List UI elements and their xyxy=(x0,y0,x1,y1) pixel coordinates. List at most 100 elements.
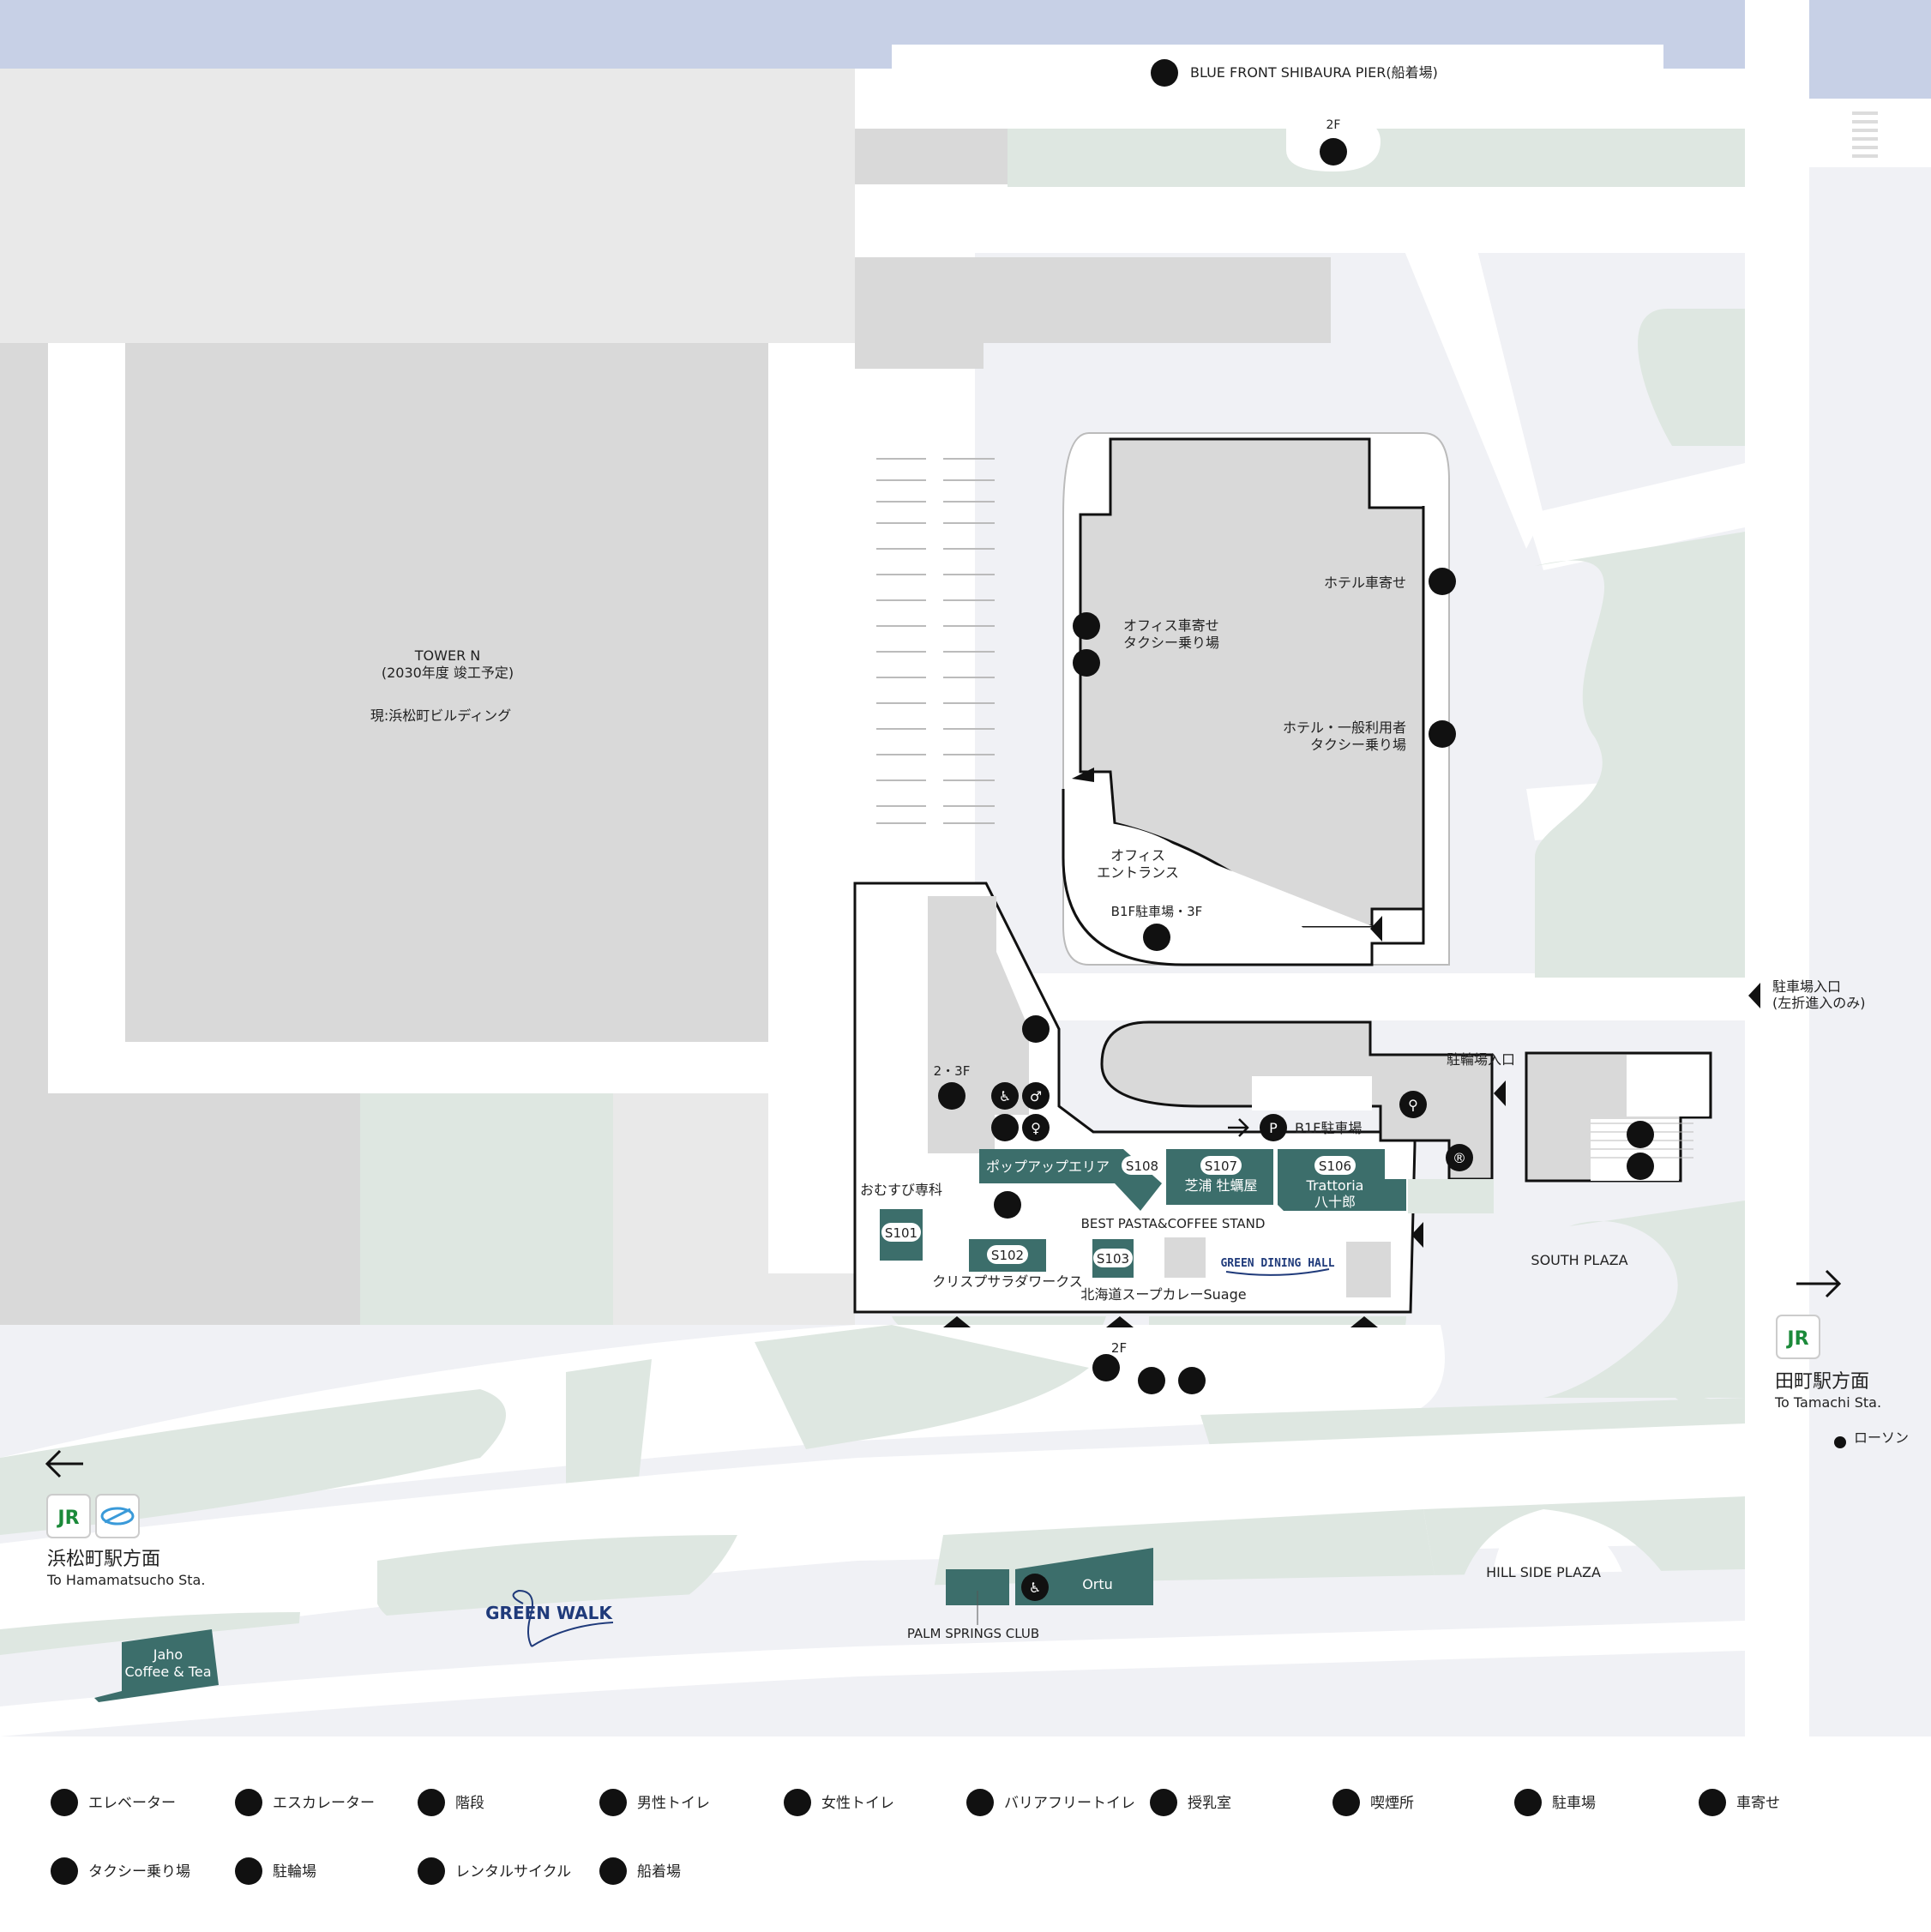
bicycle-parking-icon xyxy=(1399,1091,1427,1118)
road-diagonal-ne xyxy=(1526,463,1745,570)
parking-icon xyxy=(1260,1114,1287,1141)
taxi-icon xyxy=(1073,612,1100,640)
s107-name: 芝浦 牡蠣屋 xyxy=(1184,1177,1257,1194)
green-walk-logo: GREEN WALK xyxy=(485,1603,613,1623)
tower-n-walkway xyxy=(48,343,125,1093)
arrow-left-icon xyxy=(45,1449,83,1478)
lawson-label: ローソン xyxy=(1854,1429,1909,1446)
escalator-icon xyxy=(1178,1367,1206,1394)
nursing-room-icon xyxy=(1150,1789,1177,1816)
arrow-parking-right-icon xyxy=(1228,1118,1249,1137)
tamachi-en[interactable]: To Tamachi Sta. xyxy=(1774,1394,1881,1411)
green-east-2 xyxy=(1535,532,1745,978)
s107-badge xyxy=(1200,1156,1242,1175)
ferry-icon xyxy=(599,1857,627,1885)
svg-text:♀: ♀ xyxy=(1031,1120,1041,1136)
shop-popup-label: ポップアップエリア xyxy=(986,1159,1110,1175)
south-building-block xyxy=(1346,1242,1391,1297)
womens-toilet-icon xyxy=(1022,1114,1050,1141)
south-plaza-label: SOUTH PLAZA xyxy=(1531,1252,1627,1268)
legend-label: タクシー乗り場 xyxy=(88,1863,190,1881)
parking-entrance-1: 駐車場入口 xyxy=(1772,978,1841,995)
accessible-toilet-icon xyxy=(966,1789,994,1816)
facility-icons xyxy=(938,59,1654,1601)
s102-badge xyxy=(987,1245,1028,1264)
tower-n-building xyxy=(125,343,768,1042)
shop-popup-area[interactable] xyxy=(979,1149,1162,1211)
parking-icon xyxy=(1514,1789,1542,1816)
tower-n-completion: (2030年度 竣工予定) xyxy=(382,665,514,681)
accessible-toilet-icon xyxy=(991,1082,1019,1110)
s107-label: S107 xyxy=(1205,1159,1237,1174)
hamamatsucho-ja[interactable]: 浜松町駅方面 xyxy=(47,1549,160,1570)
svg-text:♂: ♂ xyxy=(1030,1088,1042,1104)
plaza-block-green xyxy=(1408,1179,1494,1213)
nursing-room-icon xyxy=(991,1114,1019,1141)
jr-label: JR xyxy=(56,1508,79,1529)
office-driveway-inner xyxy=(1062,506,1425,966)
taxi-icon xyxy=(1429,720,1456,748)
green-dining-hall-logo: GREEN DINING HALL xyxy=(1220,1257,1334,1270)
b1f-parking-3f: B1F駐車場・3F xyxy=(1111,904,1203,919)
shop-ortu[interactable] xyxy=(1015,1548,1153,1605)
legend-label: 駐車場 xyxy=(1552,1795,1596,1812)
s101-label: S101 xyxy=(885,1225,917,1241)
hamamatsucho-en[interactable]: To Hamamatsucho Sta. xyxy=(46,1572,205,1588)
rental-cycle-icon xyxy=(1446,1144,1473,1171)
legend-label: レンタルサイクル xyxy=(455,1863,571,1881)
escalator-icon xyxy=(994,1191,1021,1219)
svg-text:♿: ♿ xyxy=(999,1088,1011,1104)
car-dropoff-icon xyxy=(1429,568,1456,595)
hill-side-plaza-label: HILL SIDE PLAZA xyxy=(1486,1564,1601,1580)
floor-23-label: 2・3F xyxy=(934,1063,971,1079)
building-strip-1 xyxy=(855,129,1008,184)
crosswalk-marks xyxy=(1382,973,1775,1307)
shop-jaho[interactable] xyxy=(94,1629,219,1702)
s103-badge xyxy=(1093,1249,1133,1267)
tower-n-base-r xyxy=(613,1273,855,1325)
legend-label: 喫煙所 xyxy=(1370,1795,1414,1812)
entrance-markers xyxy=(943,767,1760,1327)
legend-label: 駐輪場 xyxy=(273,1863,316,1881)
parking-entrance-2: (左折進入のみ) xyxy=(1772,995,1866,1011)
svg-text:⚲: ⚲ xyxy=(1408,1097,1418,1113)
road-diagonal-n xyxy=(1372,172,1543,549)
jr-logo-hamamatsucho: JR xyxy=(46,1494,91,1538)
tower-n-base xyxy=(0,1093,360,1325)
jr-logo-tamachi: JR xyxy=(1776,1315,1820,1359)
south-block-core xyxy=(928,896,996,1153)
s103-name: 北海道スープカレーSuage xyxy=(1080,1286,1246,1303)
legend-label: 船着場 xyxy=(637,1863,681,1881)
elevator-icon xyxy=(51,1789,78,1816)
svg-text:P: P xyxy=(1269,1120,1278,1136)
stairs-icon xyxy=(418,1789,445,1816)
green-east-3 xyxy=(1543,1201,1745,1398)
tamachi-ja[interactable]: 田町駅方面 xyxy=(1775,1371,1869,1393)
jr-label: JR xyxy=(1785,1328,1808,1350)
s101-badge xyxy=(881,1223,921,1242)
car-dropoff-icon xyxy=(1073,649,1100,677)
green-walk-swoosh xyxy=(512,1589,614,1647)
tower-n-walkway-bottom xyxy=(48,1042,768,1093)
s108-badge xyxy=(1122,1156,1163,1175)
shop-s106[interactable] xyxy=(1278,1149,1406,1211)
road-bottom-white xyxy=(0,1621,1745,1736)
office-entrance-2: エントランス xyxy=(1097,864,1179,881)
palm-springs-label: PALM SPRINGS CLUB xyxy=(907,1626,1039,1641)
arrow-right-icon xyxy=(1796,1269,1842,1298)
hotel-taxi-1: ホテル・一般利用者 xyxy=(1283,719,1406,736)
road-left-vertical xyxy=(855,69,975,926)
jaho-label-1: Jaho xyxy=(153,1646,183,1663)
east-strip xyxy=(1809,167,1931,1736)
office-entrance-curve xyxy=(1110,823,1372,926)
s102-name: クリスプサラダワークス xyxy=(932,1273,1083,1290)
pier-floor: 2F xyxy=(1326,118,1341,132)
pier-label: BLUE FRONT SHIBAURA PIER(船着場) xyxy=(1190,64,1438,81)
tower-n-current: 現:浜松町ビルディング xyxy=(370,707,511,724)
building-strip-3 xyxy=(855,343,984,369)
lawson-dot xyxy=(1834,1436,1846,1448)
car-dropoff-icon xyxy=(1699,1789,1726,1816)
b1f-parking-label: B1F駐車場 xyxy=(1295,1120,1362,1136)
best-pasta-label: BEST PASTA&COFFEE STAND xyxy=(1081,1216,1266,1231)
